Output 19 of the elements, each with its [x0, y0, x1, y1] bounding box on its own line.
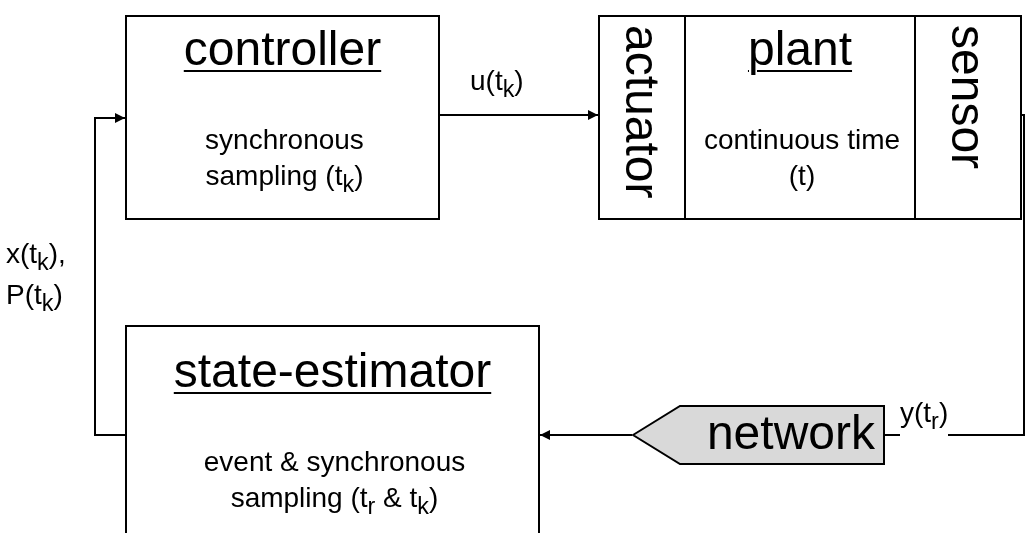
arrow — [439, 110, 599, 120]
node-title: plant — [746, 25, 854, 73]
node-description: synchronous sampling (t$_{k}$) — [204, 123, 365, 199]
node-title: controller — [182, 25, 383, 73]
node-description: continuous time (t) — [702, 123, 902, 194]
arrow — [539, 430, 633, 440]
node-title: state-estimator — [172, 347, 493, 395]
node-description: event & synchronous sampling (t$_{r}$ & t$_{k}$) — [202, 445, 467, 521]
network-pentagon — [632, 405, 885, 465]
process-box — [125, 15, 440, 220]
process-box — [598, 15, 686, 220]
connector-line — [884, 114, 1025, 436]
vertical-label: sensor — [944, 25, 992, 170]
process-box — [914, 15, 1022, 220]
arrow — [94, 113, 126, 436]
vertical-label: actuator — [618, 25, 666, 199]
process-box — [684, 15, 916, 220]
node-title: network — [706, 409, 875, 457]
process-box — [125, 325, 540, 533]
